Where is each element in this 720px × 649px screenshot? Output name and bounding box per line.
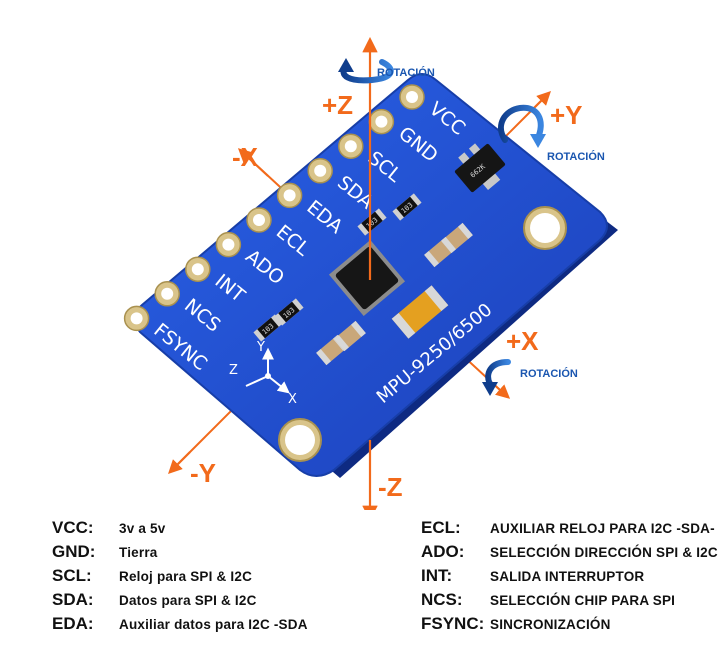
- legend-description: Datos para SPI & I2C: [119, 593, 257, 608]
- legend-description: SELECCIÓN CHIP PARA SPI: [490, 593, 676, 608]
- plus-z-label: +Z: [322, 90, 353, 120]
- legend-pin: GND:: [52, 542, 96, 561]
- legend-pin: ECL:: [421, 518, 461, 537]
- pin-pads: [123, 84, 425, 332]
- capacitor-2: [441, 222, 473, 254]
- minus-x-arrow: [237, 148, 269, 177]
- minus-z-label: -Z: [378, 472, 403, 502]
- legend-row-int: INT: SALIDA INTERRUPTOR: [421, 564, 718, 588]
- board-x-mark: X: [288, 392, 297, 407]
- rotation-x-label: ROTACIÓN: [520, 367, 578, 380]
- legend-pin: SCL:: [52, 566, 92, 585]
- rotation-y-icon: [498, 104, 546, 148]
- legend-pin: INT:: [421, 566, 453, 585]
- mpu-chip: [328, 239, 406, 317]
- board-y-mark: Y: [256, 340, 265, 355]
- legend-row-eda: EDA: Auxiliar datos para I2C -SDA: [52, 612, 308, 636]
- pin-pad-eda: [276, 182, 303, 209]
- capacitor-4: [334, 320, 366, 352]
- legend-pin: ADO:: [421, 542, 465, 561]
- legend-pin: SDA:: [52, 590, 94, 609]
- legend-pin: VCC:: [52, 518, 94, 537]
- pin-pad-ecl: [246, 207, 272, 233]
- legend-description: Tierra: [119, 545, 158, 560]
- legend-row-gnd: GND: Tierra: [52, 540, 308, 564]
- legend-description: 3v a 5v: [119, 521, 166, 536]
- legend-pin: FSYNC:: [421, 614, 485, 633]
- legend-row-ecl: ECL: AUXILIAR RELOJ PARA I2C -SDA-: [421, 516, 718, 540]
- legend-description: SINCRONIZACIÓN: [490, 617, 611, 632]
- pin-pad-vcc: [399, 84, 425, 110]
- legend-row-sda: SDA: Datos para SPI & I2C: [52, 588, 308, 612]
- legend-description: Reloj para SPI & I2C: [119, 569, 253, 584]
- rotation-z-label: ROTACIÓN: [377, 66, 435, 79]
- tantalum-capacitor: [391, 285, 449, 339]
- minus-y-label: -Y: [190, 458, 216, 488]
- legend-row-vcc: VCC: 3v a 5v: [52, 516, 308, 540]
- pin-pad-ncs: [154, 281, 180, 307]
- pin-pad-scl: [338, 133, 364, 159]
- legend-row-ado: ADO: SELECCIÓN DIRECCIÓN SPI & I2C: [421, 540, 718, 564]
- rotation-y-label: ROTACIÓN: [547, 150, 605, 163]
- legend-right: ECL: AUXILIAR RELOJ PARA I2C -SDA- ADO: SEL…: [421, 516, 718, 636]
- plus-x-label: +X: [506, 326, 539, 356]
- rotation-z-icon: [338, 58, 394, 84]
- pin-pad-gnd: [368, 108, 395, 135]
- mounting-hole-top: [523, 206, 567, 250]
- legend-row-scl: SCL: Reloj para SPI & I2C: [52, 564, 308, 588]
- pin-pad-sda: [307, 158, 333, 184]
- legend-description: SELECCIÓN DIRECCIÓN SPI & I2C: [490, 545, 718, 560]
- minus-y-arrow: [168, 451, 191, 474]
- legend-description: SALIDA INTERRUPTOR: [490, 569, 645, 584]
- voltage-regulator: 662K: [454, 143, 506, 193]
- legend-row-fsync: FSYNC: SINCRONIZACIÓN: [421, 612, 718, 636]
- board-z-mark: Z: [229, 363, 238, 378]
- mounting-hole-bottom: [278, 418, 322, 462]
- board-axis-marks: Y Z X: [229, 340, 297, 407]
- pin-pad-fsync: [123, 305, 150, 332]
- legend-description: Auxiliar datos para I2C -SDA: [119, 617, 308, 632]
- legend-description: AUXILIAR RELOJ PARA I2C -SDA-: [490, 521, 715, 536]
- resistor-2: 103: [357, 208, 387, 236]
- legend-row-ncs: NCS: SELECCIÓN CHIP PARA SPI: [421, 588, 718, 612]
- pin-pad-ado: [215, 231, 242, 258]
- minus-x-label: -X: [232, 142, 259, 172]
- legend-pin: NCS:: [421, 590, 463, 609]
- plus-y-label: +Y: [550, 100, 583, 130]
- pin-pad-int: [185, 256, 211, 282]
- legend-pin: EDA:: [52, 614, 94, 633]
- rotation-x-icon: [482, 359, 511, 396]
